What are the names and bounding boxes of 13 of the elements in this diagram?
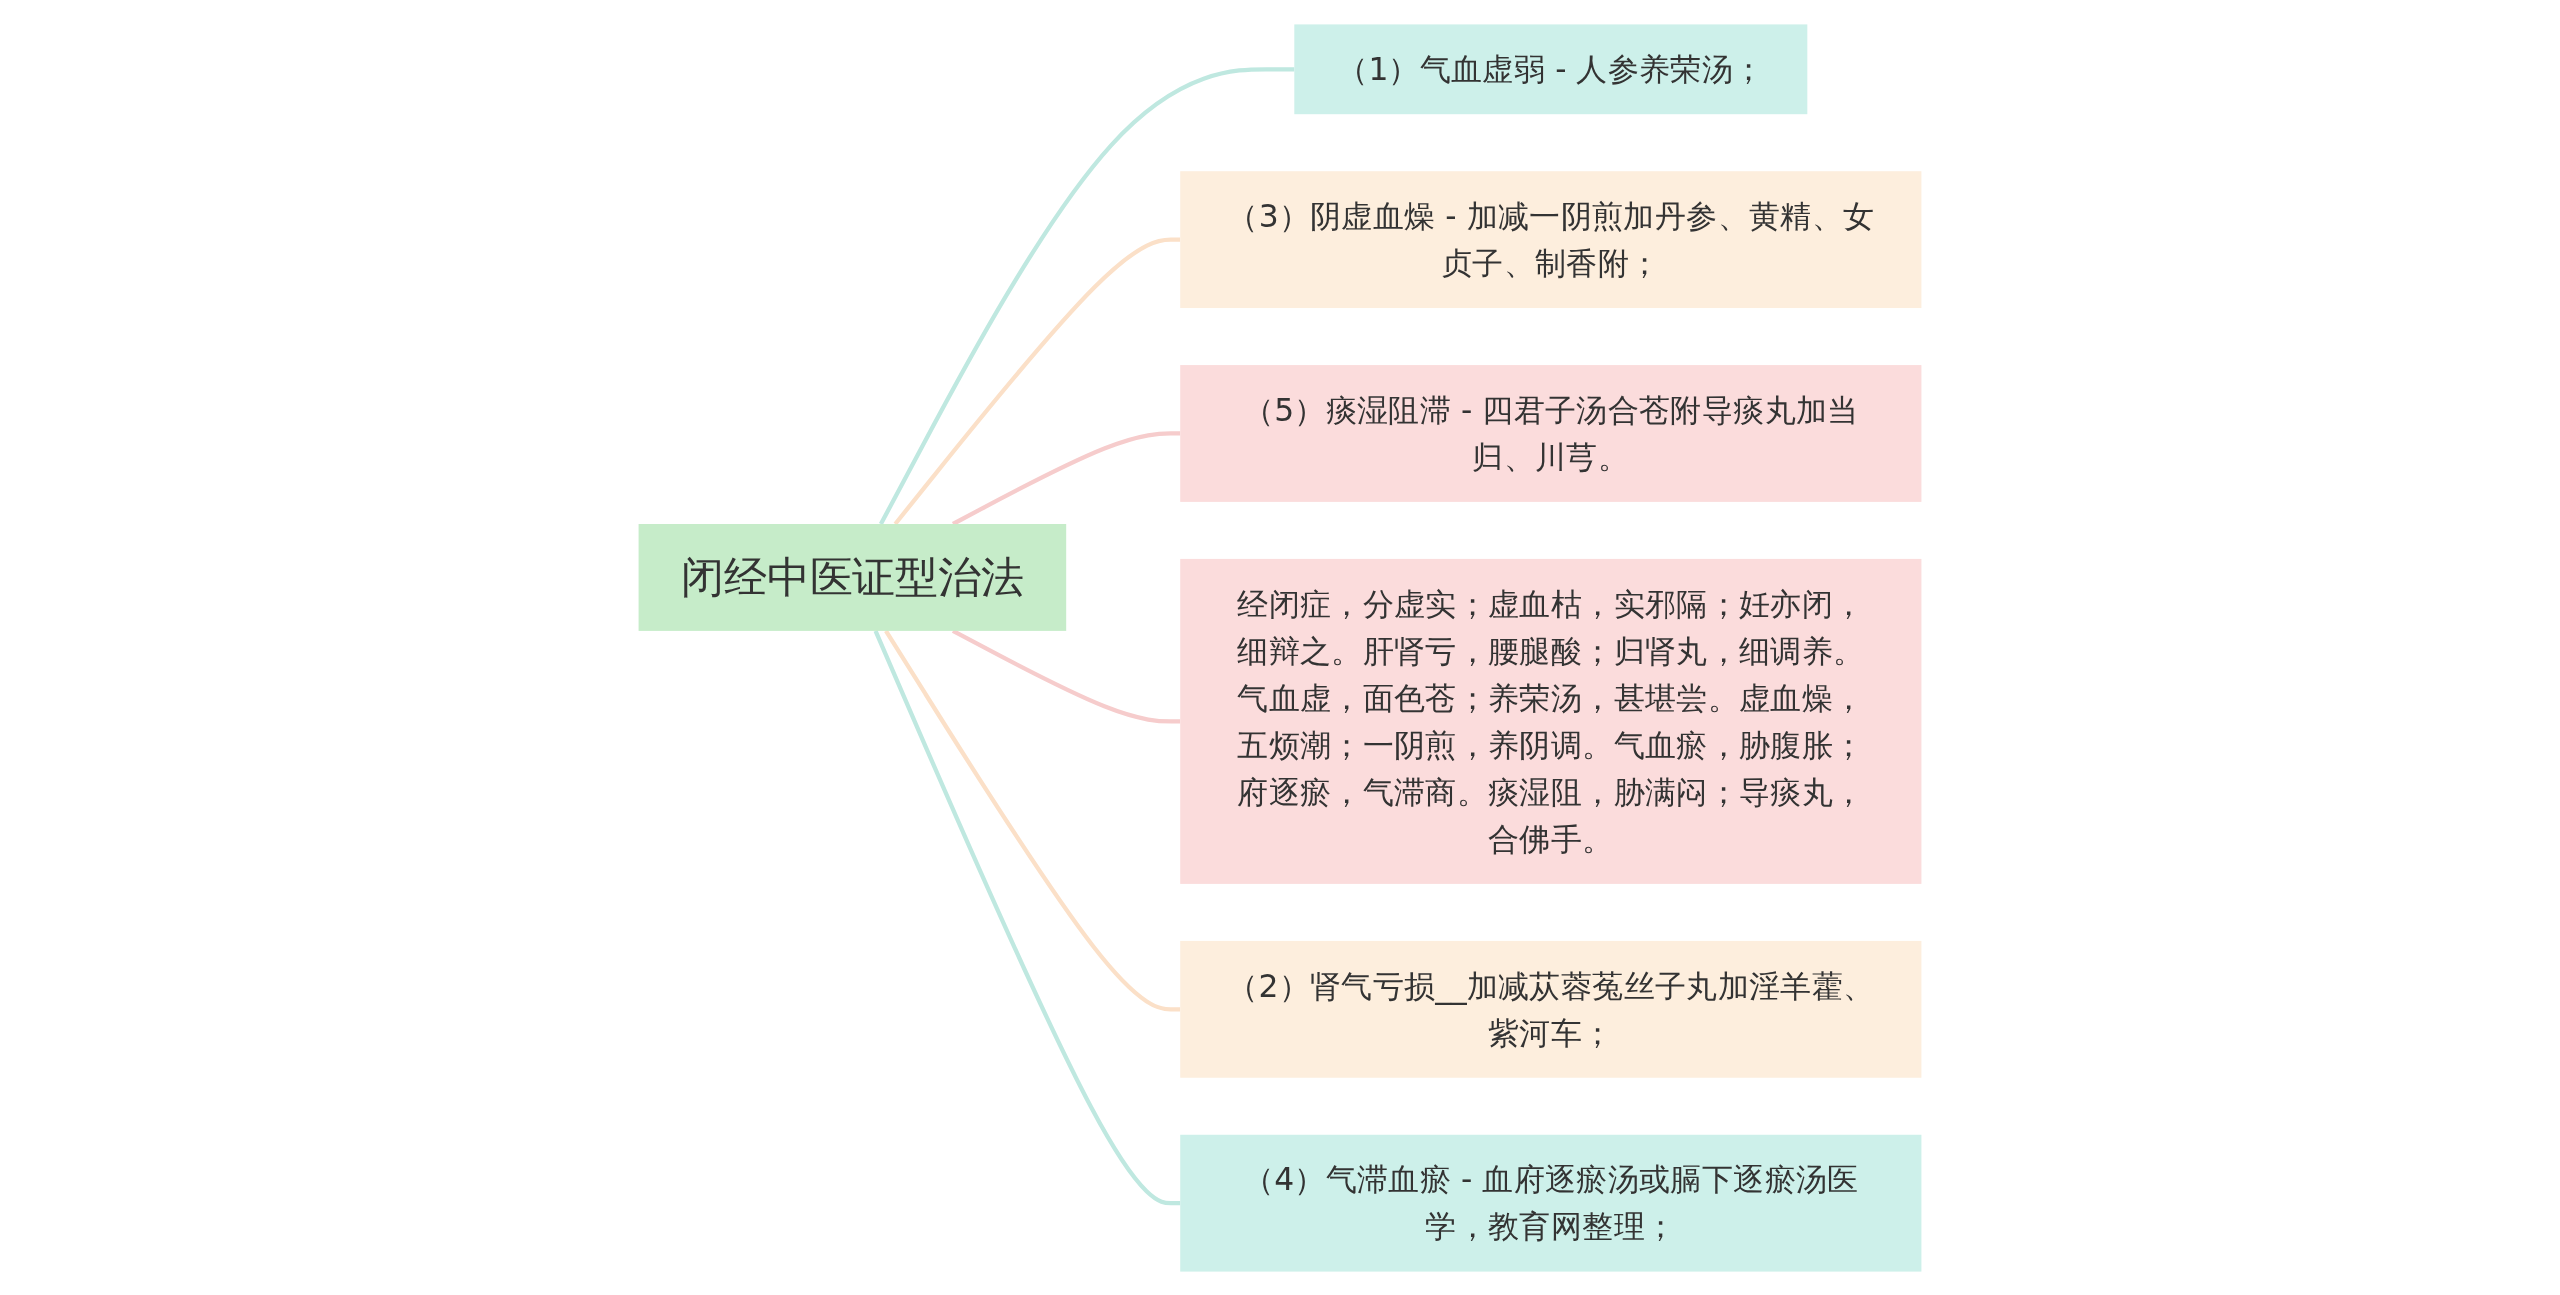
connector — [951, 628, 1181, 724]
node-box: 经闭症，分虚实；虚血枯，实邪隔；妊亦闭，细辩之。肝肾亏，腰腿酸；归肾丸，细调养。气血虚，面色苍；养荣汤，甚堪尝。虚血燥，五烦潮；一阴煎，养阴调。气血瘀，胁腹胀；府逐瘀，气滞商。痰湿阻，胁满闷；导痰丸，合佛手。 — [1180, 558, 1922, 884]
node-box: （5）痰湿阻滞 - 四君子汤合苍附导痰丸加当归、川芎。 — [1180, 364, 1922, 502]
node-box: （1）气血虚弱 - 人参养荣汤； — [1294, 23, 1808, 114]
node-box: （2）肾气亏损__加减苁蓉菟丝子丸加淫羊藿、紫河车； — [1180, 940, 1922, 1078]
connector — [879, 66, 1295, 525]
node-box: 闭经中医证型治法 — [638, 523, 1067, 631]
connector — [873, 629, 1181, 1205]
node-box: （4）气滞血瘀 - 血府逐瘀汤或膈下逐瘀汤医学，教育网整理； — [1180, 1134, 1922, 1272]
connector — [951, 430, 1181, 526]
connector — [884, 629, 1181, 1011]
node-box: （3）阴虚血燥 - 加减一阴煎加丹参、黄精、女贞子、制香附； — [1180, 170, 1922, 308]
connector — [893, 237, 1181, 525]
